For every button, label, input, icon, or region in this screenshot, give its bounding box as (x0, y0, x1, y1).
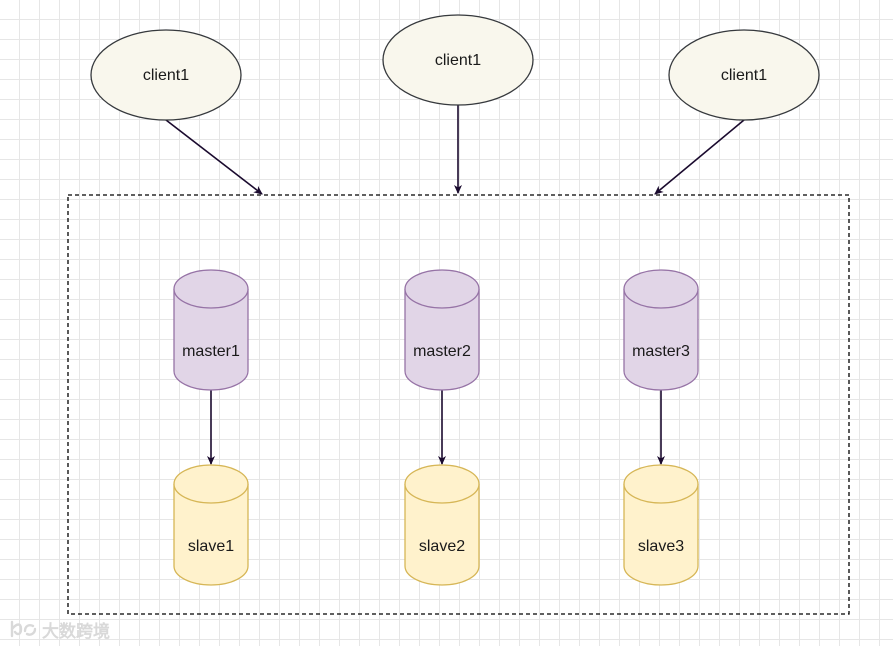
watermark-text: 大数跨境 (42, 621, 110, 642)
master-node-2[interactable]: master2 (404, 269, 480, 391)
master-node-3[interactable]: master3 (623, 269, 699, 391)
slave-node-2-label: slave2 (419, 538, 465, 555)
slave-node-3[interactable]: slave3 (623, 464, 699, 586)
edge-client3-cluster (654, 119, 745, 195)
slave-node-1-label: slave1 (188, 538, 234, 555)
client-node-1[interactable]: client1 (90, 29, 242, 121)
watermark: 大数跨境 (8, 617, 110, 642)
master-node-2-label: master2 (413, 343, 471, 360)
watermark-logo-icon (10, 620, 37, 638)
client-node-1-label: client1 (143, 67, 189, 84)
master-node-3-label: master3 (632, 343, 690, 360)
master-node-1[interactable]: master1 (173, 269, 249, 391)
client-node-3-label: client1 (721, 67, 767, 84)
edge-client1-cluster (165, 119, 263, 195)
master-node-1-label: master1 (182, 343, 240, 360)
slave-node-1[interactable]: slave1 (173, 464, 249, 586)
slave-node-3-label: slave3 (638, 538, 684, 555)
client-node-3[interactable]: client1 (668, 29, 820, 121)
client-node-2[interactable]: client1 (382, 14, 534, 106)
cluster-boundary (67, 194, 850, 615)
client-node-2-label: client1 (435, 52, 481, 69)
slave-node-2[interactable]: slave2 (404, 464, 480, 586)
